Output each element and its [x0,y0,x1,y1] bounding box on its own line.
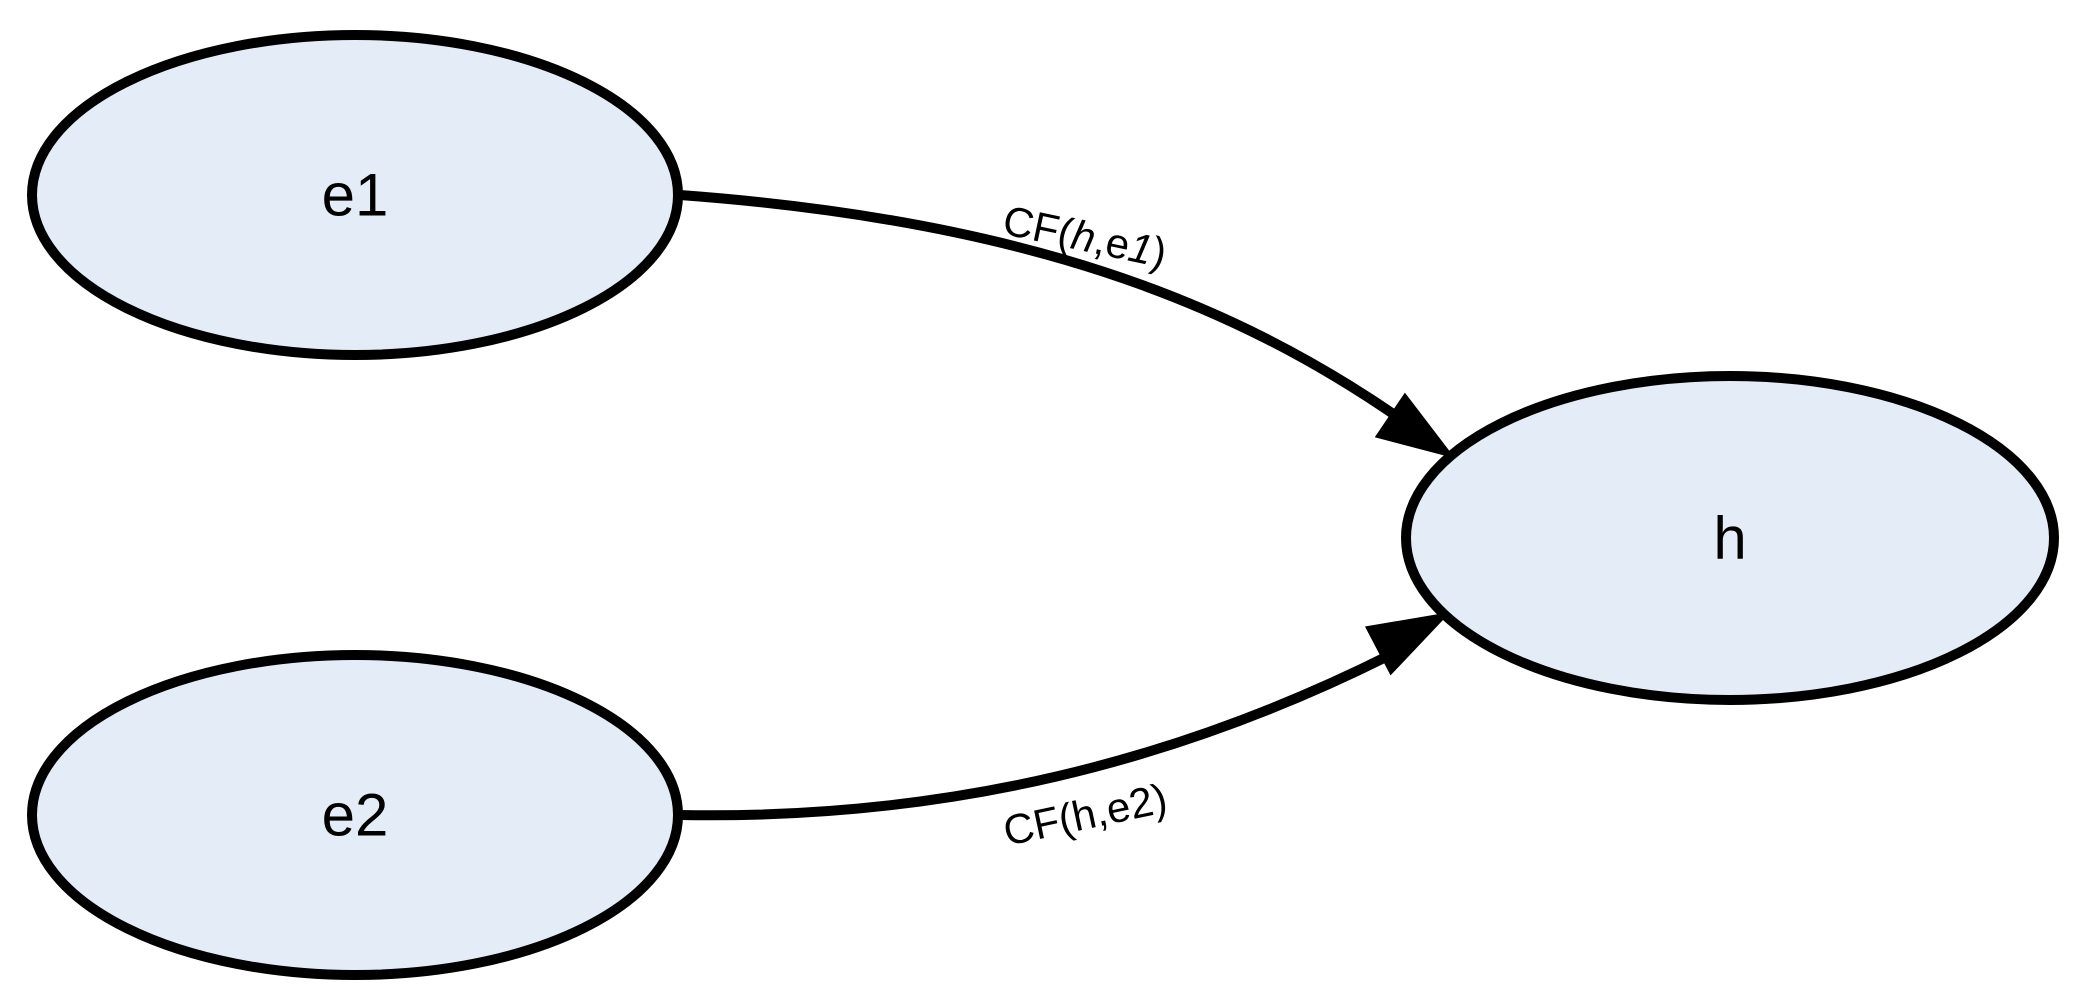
node-e2-label: e2 [322,782,389,849]
edge-e1-to-h-line [679,190,1405,425]
node-e1: e1 [27,30,683,360]
node-e2: e2 [27,650,683,980]
edge-e1-to-h-label: CF(h,e1) [999,196,1171,276]
edge-e1-to-h [679,190,1456,459]
edge-e1-to-h-arrowhead [1374,392,1456,459]
node-h: h [1401,371,2059,705]
edge-e2-to-h-arrowhead [1364,612,1451,676]
node-e1-ellipse [27,30,683,360]
node-e1-label: e1 [322,162,389,229]
edge-e2-to-h [679,612,1451,821]
node-h-ellipse [1401,371,2059,705]
node-e2-ellipse [27,650,683,980]
node-h-label: h [1713,505,1746,572]
edge-e2-to-h-line [679,650,1393,821]
